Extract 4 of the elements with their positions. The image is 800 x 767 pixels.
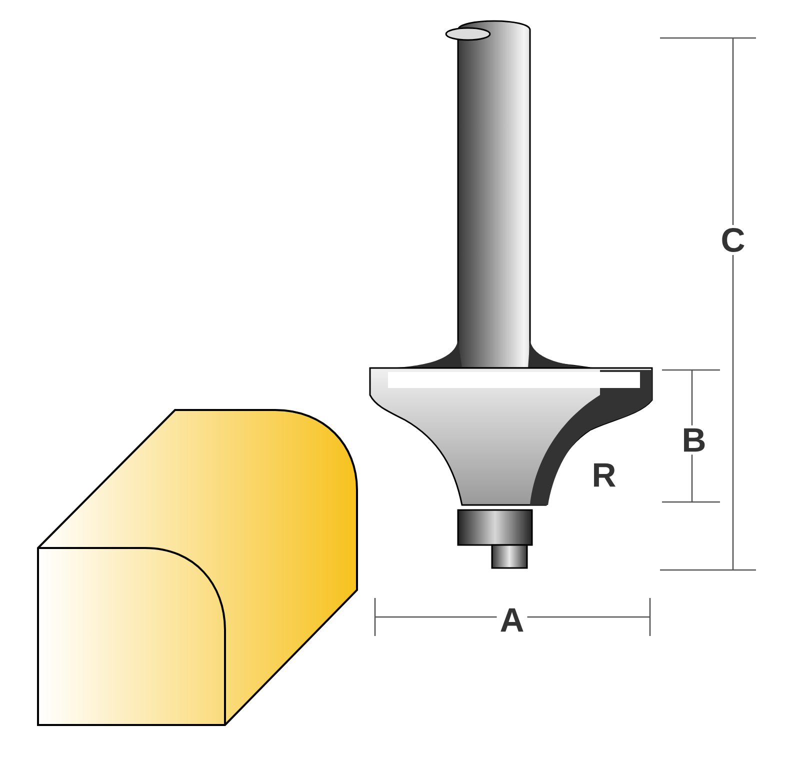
dimension-label: R — [588, 460, 620, 490]
dimension-label: B — [678, 425, 710, 455]
dimension-label: A — [496, 605, 528, 635]
dimension-label: C — [718, 225, 748, 255]
